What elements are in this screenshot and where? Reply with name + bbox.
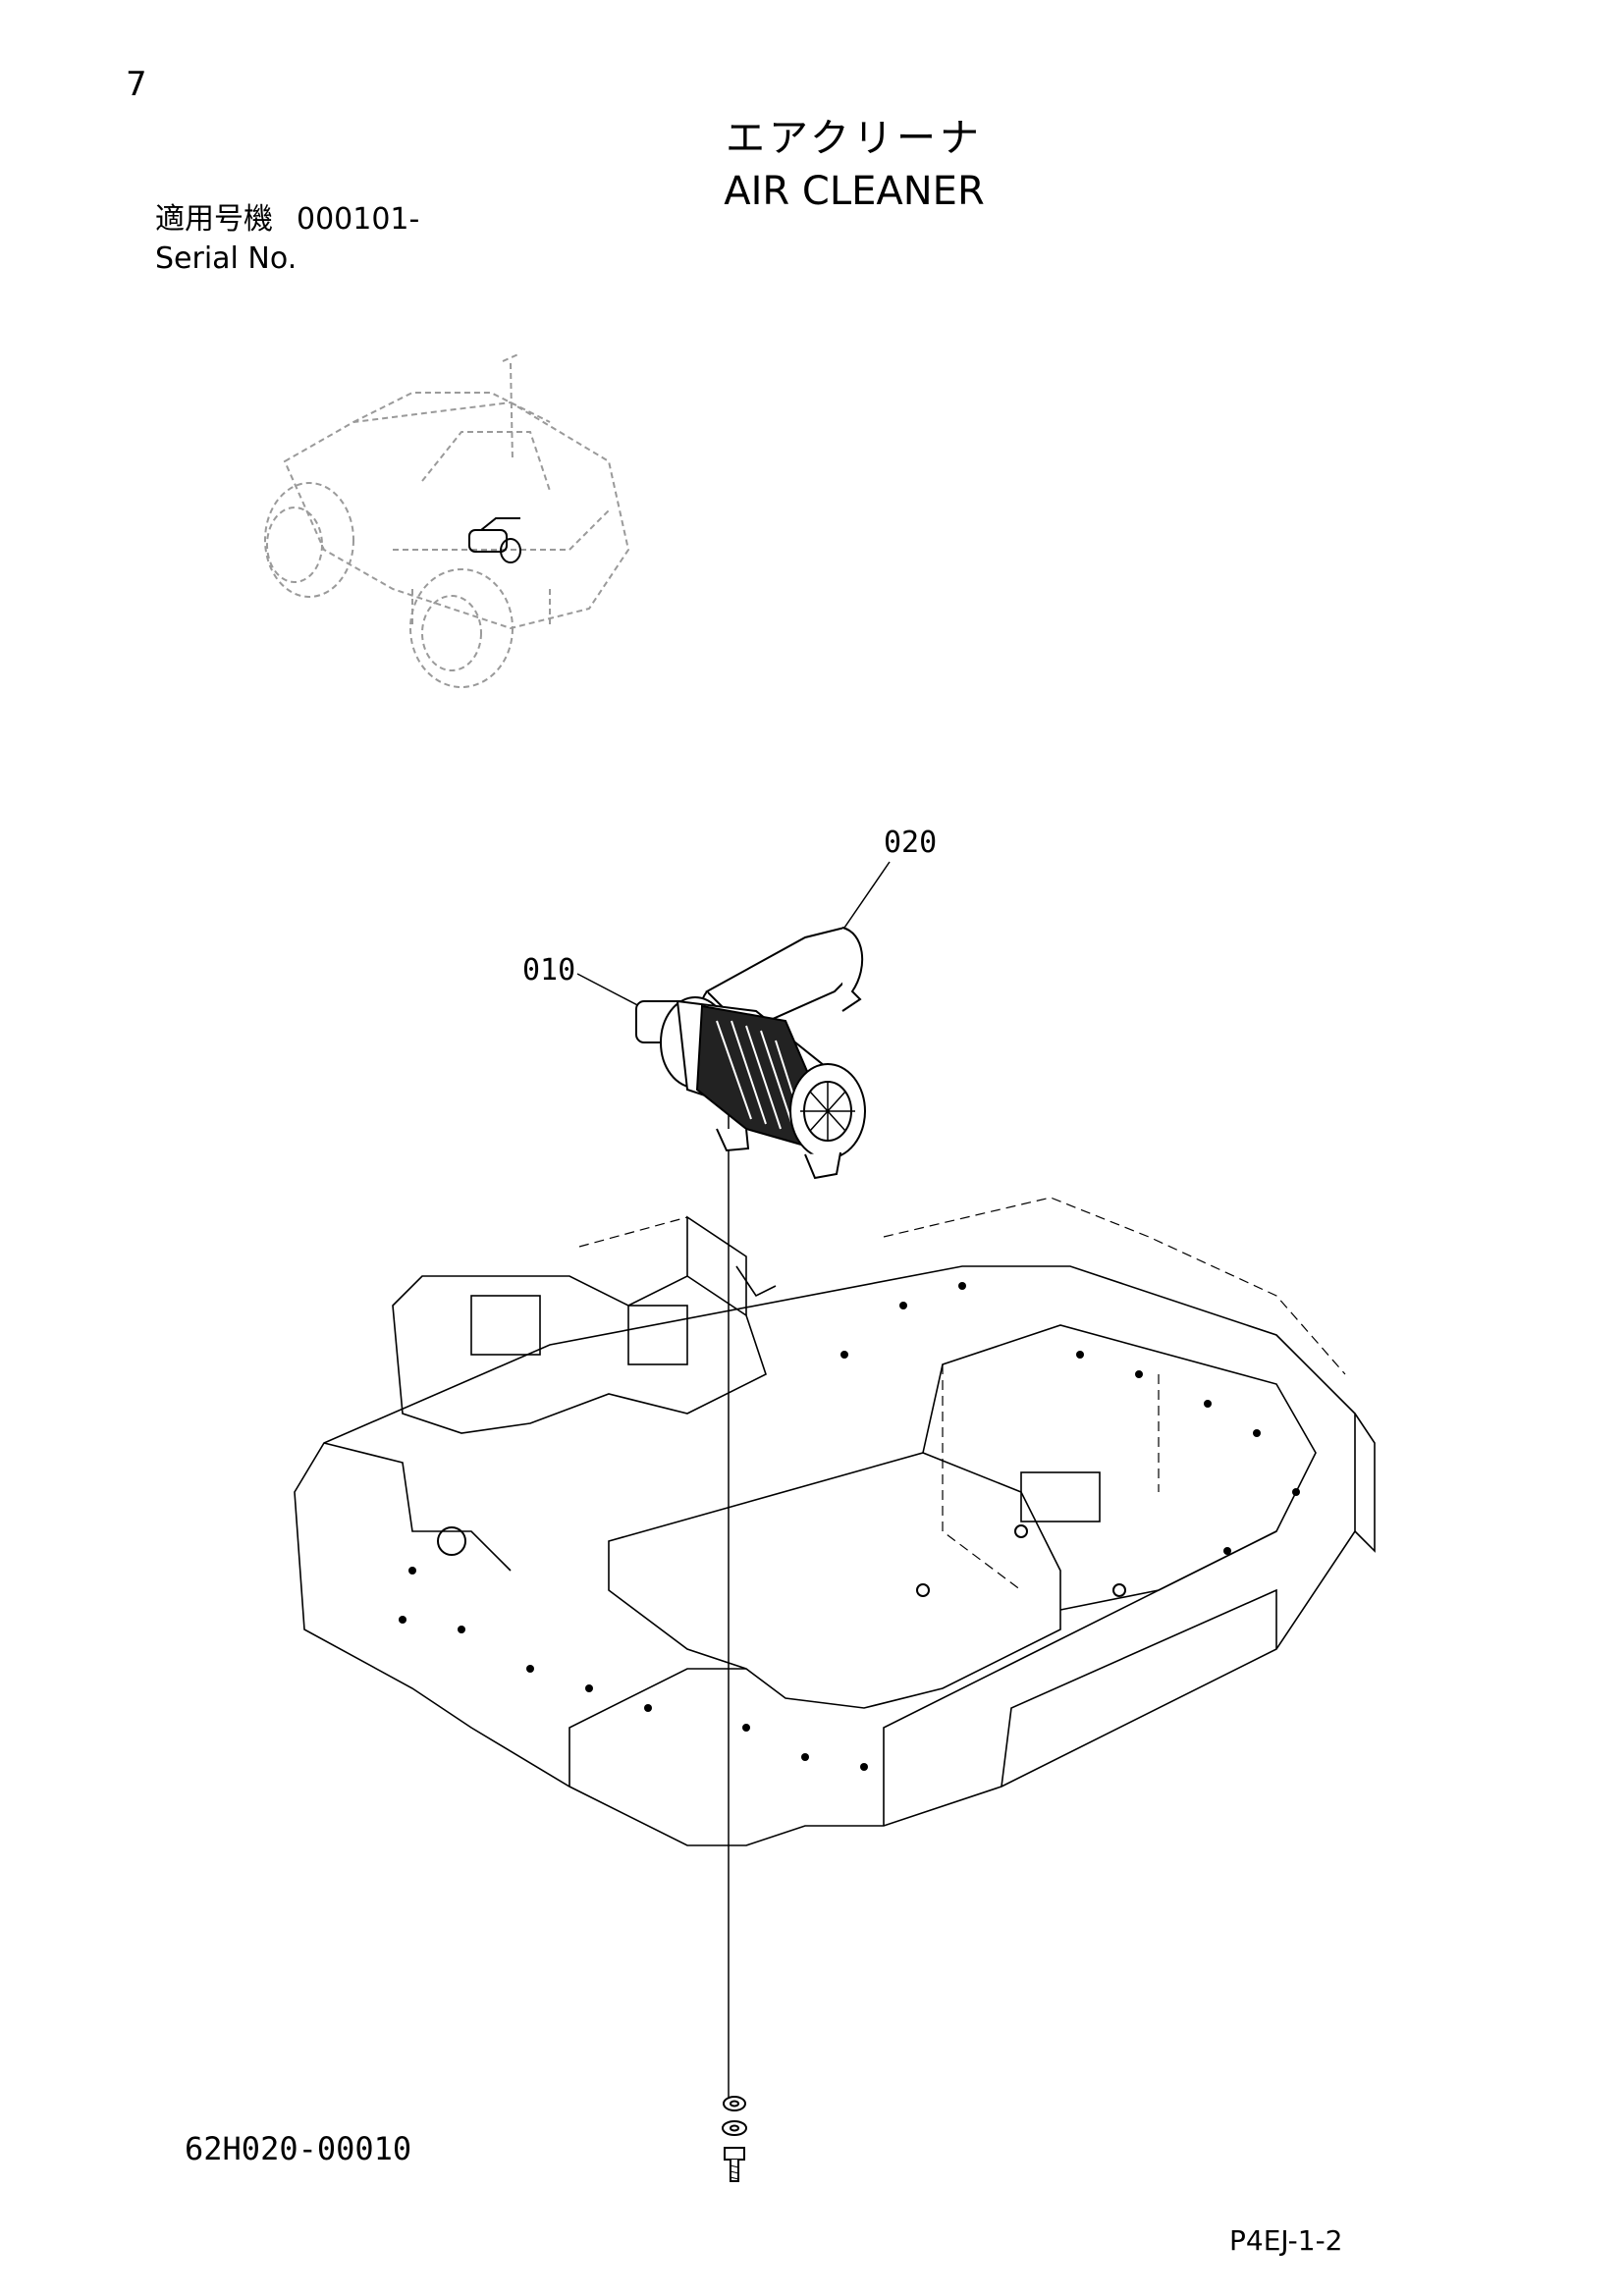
air-cleaner-assembly <box>635 926 866 1180</box>
chassis-frame <box>294 1215 1376 1846</box>
serial-block: 適用号機 000101- Serial No. <box>155 200 419 279</box>
mounting-hardware <box>722 2096 747 2182</box>
overview-tractor-illustration <box>264 352 630 688</box>
drawing-code: 62H020-00010 <box>185 2130 412 2167</box>
title-block: エアクリーナ AIR CLEANER <box>0 114 1624 216</box>
serial-label-jp: 適用号機 <box>155 202 273 237</box>
callout-020: 020 <box>884 826 937 860</box>
page-number: 7 <box>126 65 147 104</box>
serial-row: 適用号機 000101- <box>155 200 419 240</box>
page-code: P4EJ-1-2 <box>1229 2224 1343 2257</box>
serial-label-en: Serial No. <box>155 241 298 276</box>
chassis-bolt-holes <box>399 1282 1300 1771</box>
serial-value: 000101- <box>297 202 420 237</box>
chassis-frame-hidden-lines <box>578 1197 1346 1591</box>
title-english: AIR CLEANER <box>724 169 985 214</box>
callout-010: 010 <box>522 953 575 988</box>
title-japanese: エアクリーナ <box>726 116 983 161</box>
overview-air-cleaner-highlight <box>468 517 521 563</box>
